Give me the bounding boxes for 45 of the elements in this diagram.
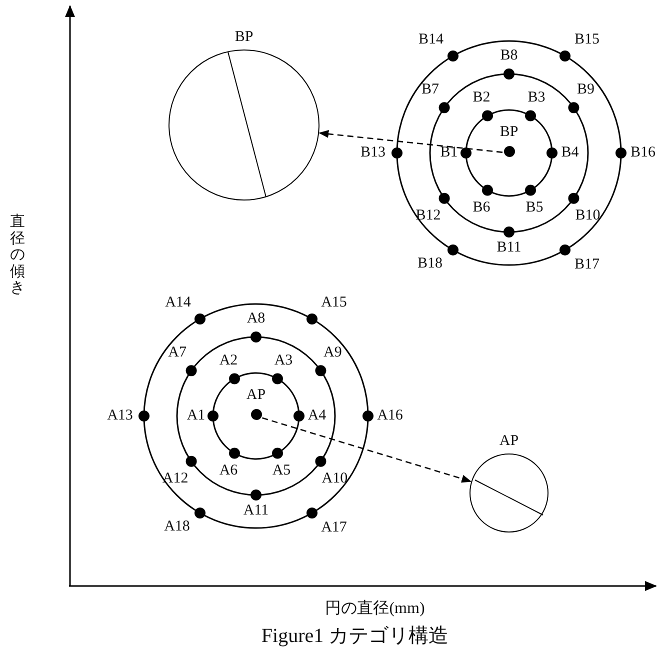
point-label: B18 xyxy=(418,256,442,272)
circle-label: AP xyxy=(499,434,519,449)
point-label: B17 xyxy=(574,257,600,272)
point-label: B12 xyxy=(416,208,441,224)
point-label: B10 xyxy=(575,208,600,224)
point-label: A15 xyxy=(321,296,347,310)
point-label: A11 xyxy=(243,504,269,518)
point-label: A18 xyxy=(164,519,190,534)
point-label: A13 xyxy=(107,408,133,424)
point-label: B8 xyxy=(500,48,518,64)
point-label: B15 xyxy=(574,32,600,48)
point-label: B2 xyxy=(472,90,490,106)
point-label: A3 xyxy=(274,353,293,368)
circle-label: BP xyxy=(234,30,254,45)
point-label: B14 xyxy=(418,32,444,48)
point-label: A7 xyxy=(168,345,186,360)
arrow xyxy=(318,130,503,153)
point-label: B3 xyxy=(528,90,546,106)
point-label: B5 xyxy=(526,200,544,216)
point-label: B16 xyxy=(630,146,656,160)
point-label: B11 xyxy=(496,240,522,256)
point-label: A9 xyxy=(324,345,342,360)
point-label: BP xyxy=(500,125,518,140)
point-label: A5 xyxy=(272,464,291,479)
point-label: A16 xyxy=(377,408,403,424)
point-label: A4 xyxy=(308,408,326,424)
point-label: A1 xyxy=(186,408,206,424)
point-label: B9 xyxy=(576,82,594,98)
point-label: B6 xyxy=(472,200,490,216)
caption: Figure1 カテゴリ構造 xyxy=(260,624,450,649)
point-label: A2 xyxy=(219,353,238,368)
point-label: A8 xyxy=(246,312,266,326)
point-label: B13 xyxy=(360,146,386,160)
arrow xyxy=(262,417,472,483)
point-label: AP xyxy=(246,388,266,403)
point-label: B7 xyxy=(422,82,440,98)
point-label: A6 xyxy=(219,464,238,479)
point-label: A14 xyxy=(165,296,191,310)
axis-label: 円の直径(mm) xyxy=(324,598,426,619)
axis-label: 直径の傾き xyxy=(10,214,25,296)
point-label: A17 xyxy=(321,520,347,536)
point-label: A10 xyxy=(322,472,348,487)
point-label: A12 xyxy=(162,472,188,487)
point-label: B1 xyxy=(440,146,458,160)
point-label: B4 xyxy=(561,146,579,160)
